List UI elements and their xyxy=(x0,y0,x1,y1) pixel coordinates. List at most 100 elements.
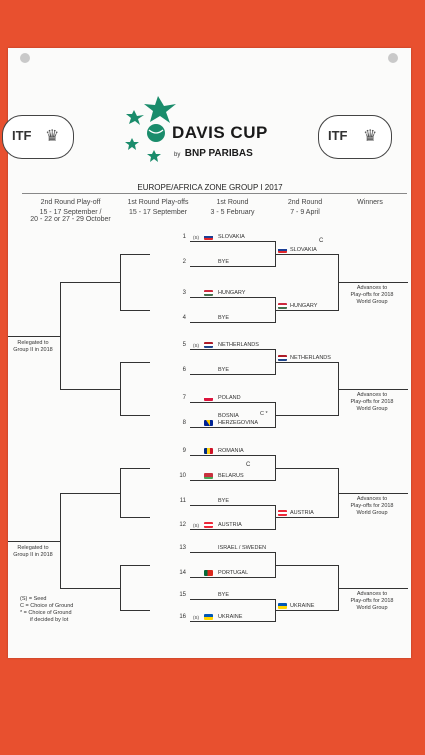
bracket-line xyxy=(190,529,275,530)
draw-position-number: 6 xyxy=(182,367,186,373)
davis-cup-logo: DAVIS CUP by BNP PARIBAS xyxy=(120,90,290,170)
itf-logo-left: ITF ♛ xyxy=(2,115,74,159)
slovakia-flag-icon xyxy=(204,234,213,240)
advances-label-line1: Advances to xyxy=(356,591,388,597)
portugal-flag-icon xyxy=(204,570,213,576)
bracket-line xyxy=(338,389,408,390)
draw-position-number: 4 xyxy=(182,315,186,321)
trophy-icon: ♛ xyxy=(363,128,378,145)
advances-label-line2: Play-offs for 2018 xyxy=(350,292,394,298)
draw-position-number: 16 xyxy=(179,614,186,620)
round2-team-name: HUNGARY xyxy=(290,303,318,309)
austria-flag-icon xyxy=(278,510,287,516)
bracket-line xyxy=(275,468,338,469)
relegated-label-line1: Relegated to xyxy=(17,340,49,346)
advances-label-line1: Advances to xyxy=(356,285,388,291)
round2-team-name: UKRAINE xyxy=(290,603,315,609)
draw-position-number: 9 xyxy=(182,448,186,454)
draw-team-name: NETHERLANDS xyxy=(218,342,259,348)
trophy-icon: ♛ xyxy=(45,128,60,145)
romania-flag-icon xyxy=(204,448,213,454)
draw-team-name: SLOVAKIA xyxy=(218,234,245,240)
bracket-line xyxy=(275,610,338,611)
seed-marker: (S) xyxy=(193,615,199,620)
title-rule xyxy=(22,193,407,194)
choice-of-ground-mark: C xyxy=(246,462,251,468)
ukraine-flag-icon xyxy=(278,603,287,609)
draw-team-name: HUNGARY xyxy=(218,290,246,296)
bracket-line xyxy=(60,282,61,390)
bye-label: BYE xyxy=(218,592,230,598)
draw-team-name: ROMANIA xyxy=(218,448,244,454)
bracket-line xyxy=(275,517,338,518)
seed-marker: (S) xyxy=(193,523,199,528)
bracket-line xyxy=(190,402,275,403)
bracket-line xyxy=(120,362,121,416)
draw-position-number: 13 xyxy=(179,545,186,551)
bracket-line xyxy=(60,493,61,589)
belarus-flag-icon xyxy=(204,473,213,479)
seed-marker: (S) xyxy=(193,235,199,240)
bracket-line xyxy=(120,468,121,518)
bracket-line xyxy=(120,610,150,611)
bracket-line xyxy=(190,621,275,622)
column-header-c2: 1st Round Play-offs 15 - 17 September xyxy=(127,199,189,216)
bracket-line xyxy=(275,362,338,363)
round2-team-name: AUSTRIA xyxy=(290,510,314,516)
bosnia-flag-icon xyxy=(204,420,213,426)
column-header-c1: 2nd Round Play-off 15 - 17 September / 2… xyxy=(30,199,111,223)
page-title: EUROPE/AFRICA ZONE GROUP I 2017 xyxy=(137,183,283,192)
bracket-line xyxy=(120,254,121,311)
advances-label-line2: Play-offs for 2018 xyxy=(350,598,394,604)
pin xyxy=(20,53,30,63)
round2-team-name: SLOVAKIA xyxy=(290,247,317,253)
choice-of-ground-mark: C xyxy=(319,238,324,244)
bracket-line xyxy=(120,362,150,363)
pin xyxy=(388,53,398,63)
draw-position-number: 5 xyxy=(182,342,186,348)
draw-team-name: ISRAEL / SWEDEN xyxy=(218,545,267,551)
bracket-line xyxy=(190,427,275,428)
bracket-line xyxy=(190,374,275,375)
draw-team-name: BELARUS xyxy=(218,473,244,479)
bracket-line xyxy=(190,297,275,298)
relegated-label-line2: Group II in 2018 xyxy=(13,347,53,353)
bracket-line xyxy=(190,349,275,350)
bracket-line xyxy=(8,541,60,542)
advances-label-line3: World Group xyxy=(356,605,388,611)
draw-position-number: 14 xyxy=(179,570,186,576)
draw-position-number: 2 xyxy=(182,259,186,265)
advances-label-line2: Play-offs for 2018 xyxy=(350,503,394,509)
bracket-line xyxy=(8,336,60,337)
bracket-line xyxy=(190,599,275,600)
bracket-line xyxy=(60,389,120,390)
bracket-line xyxy=(275,254,338,255)
bracket-line xyxy=(190,577,275,578)
bracket-line xyxy=(338,282,408,283)
draw-team-name: PORTUGAL xyxy=(218,570,249,576)
draw-position-number: 10 xyxy=(179,473,186,479)
bracket-line xyxy=(190,480,275,481)
draw-position-number: 8 xyxy=(182,420,186,426)
bye-label: BYE xyxy=(218,259,230,265)
draw-position-number: 11 xyxy=(179,498,186,504)
bye-label: BYE xyxy=(218,498,230,504)
bracket-line xyxy=(60,588,120,589)
relegated-label-line2: Group II in 2018 xyxy=(13,552,53,558)
bracket-line xyxy=(190,322,275,323)
ukraine-flag-icon xyxy=(204,614,213,620)
choice-of-ground-mark: C * xyxy=(260,411,268,417)
column-header-c4: 2nd Round 7 - 9 April xyxy=(287,199,323,216)
bracket-line xyxy=(120,565,150,566)
bracket-line xyxy=(338,493,408,494)
itf-logo-right: ITF ♛ xyxy=(318,115,392,159)
bracket-line xyxy=(190,552,275,553)
draw-team-name-line2: HERZEGOVINA xyxy=(218,420,259,426)
draw-team-name: UKRAINE xyxy=(218,614,243,620)
netherlands-flag-icon xyxy=(278,355,287,361)
bracket-line xyxy=(60,282,120,283)
round2-team-name: NETHERLANDS xyxy=(290,355,331,361)
bracket-line xyxy=(190,455,275,456)
draw-position-number: 15 xyxy=(179,592,186,598)
draw-team-name: POLAND xyxy=(218,395,241,401)
